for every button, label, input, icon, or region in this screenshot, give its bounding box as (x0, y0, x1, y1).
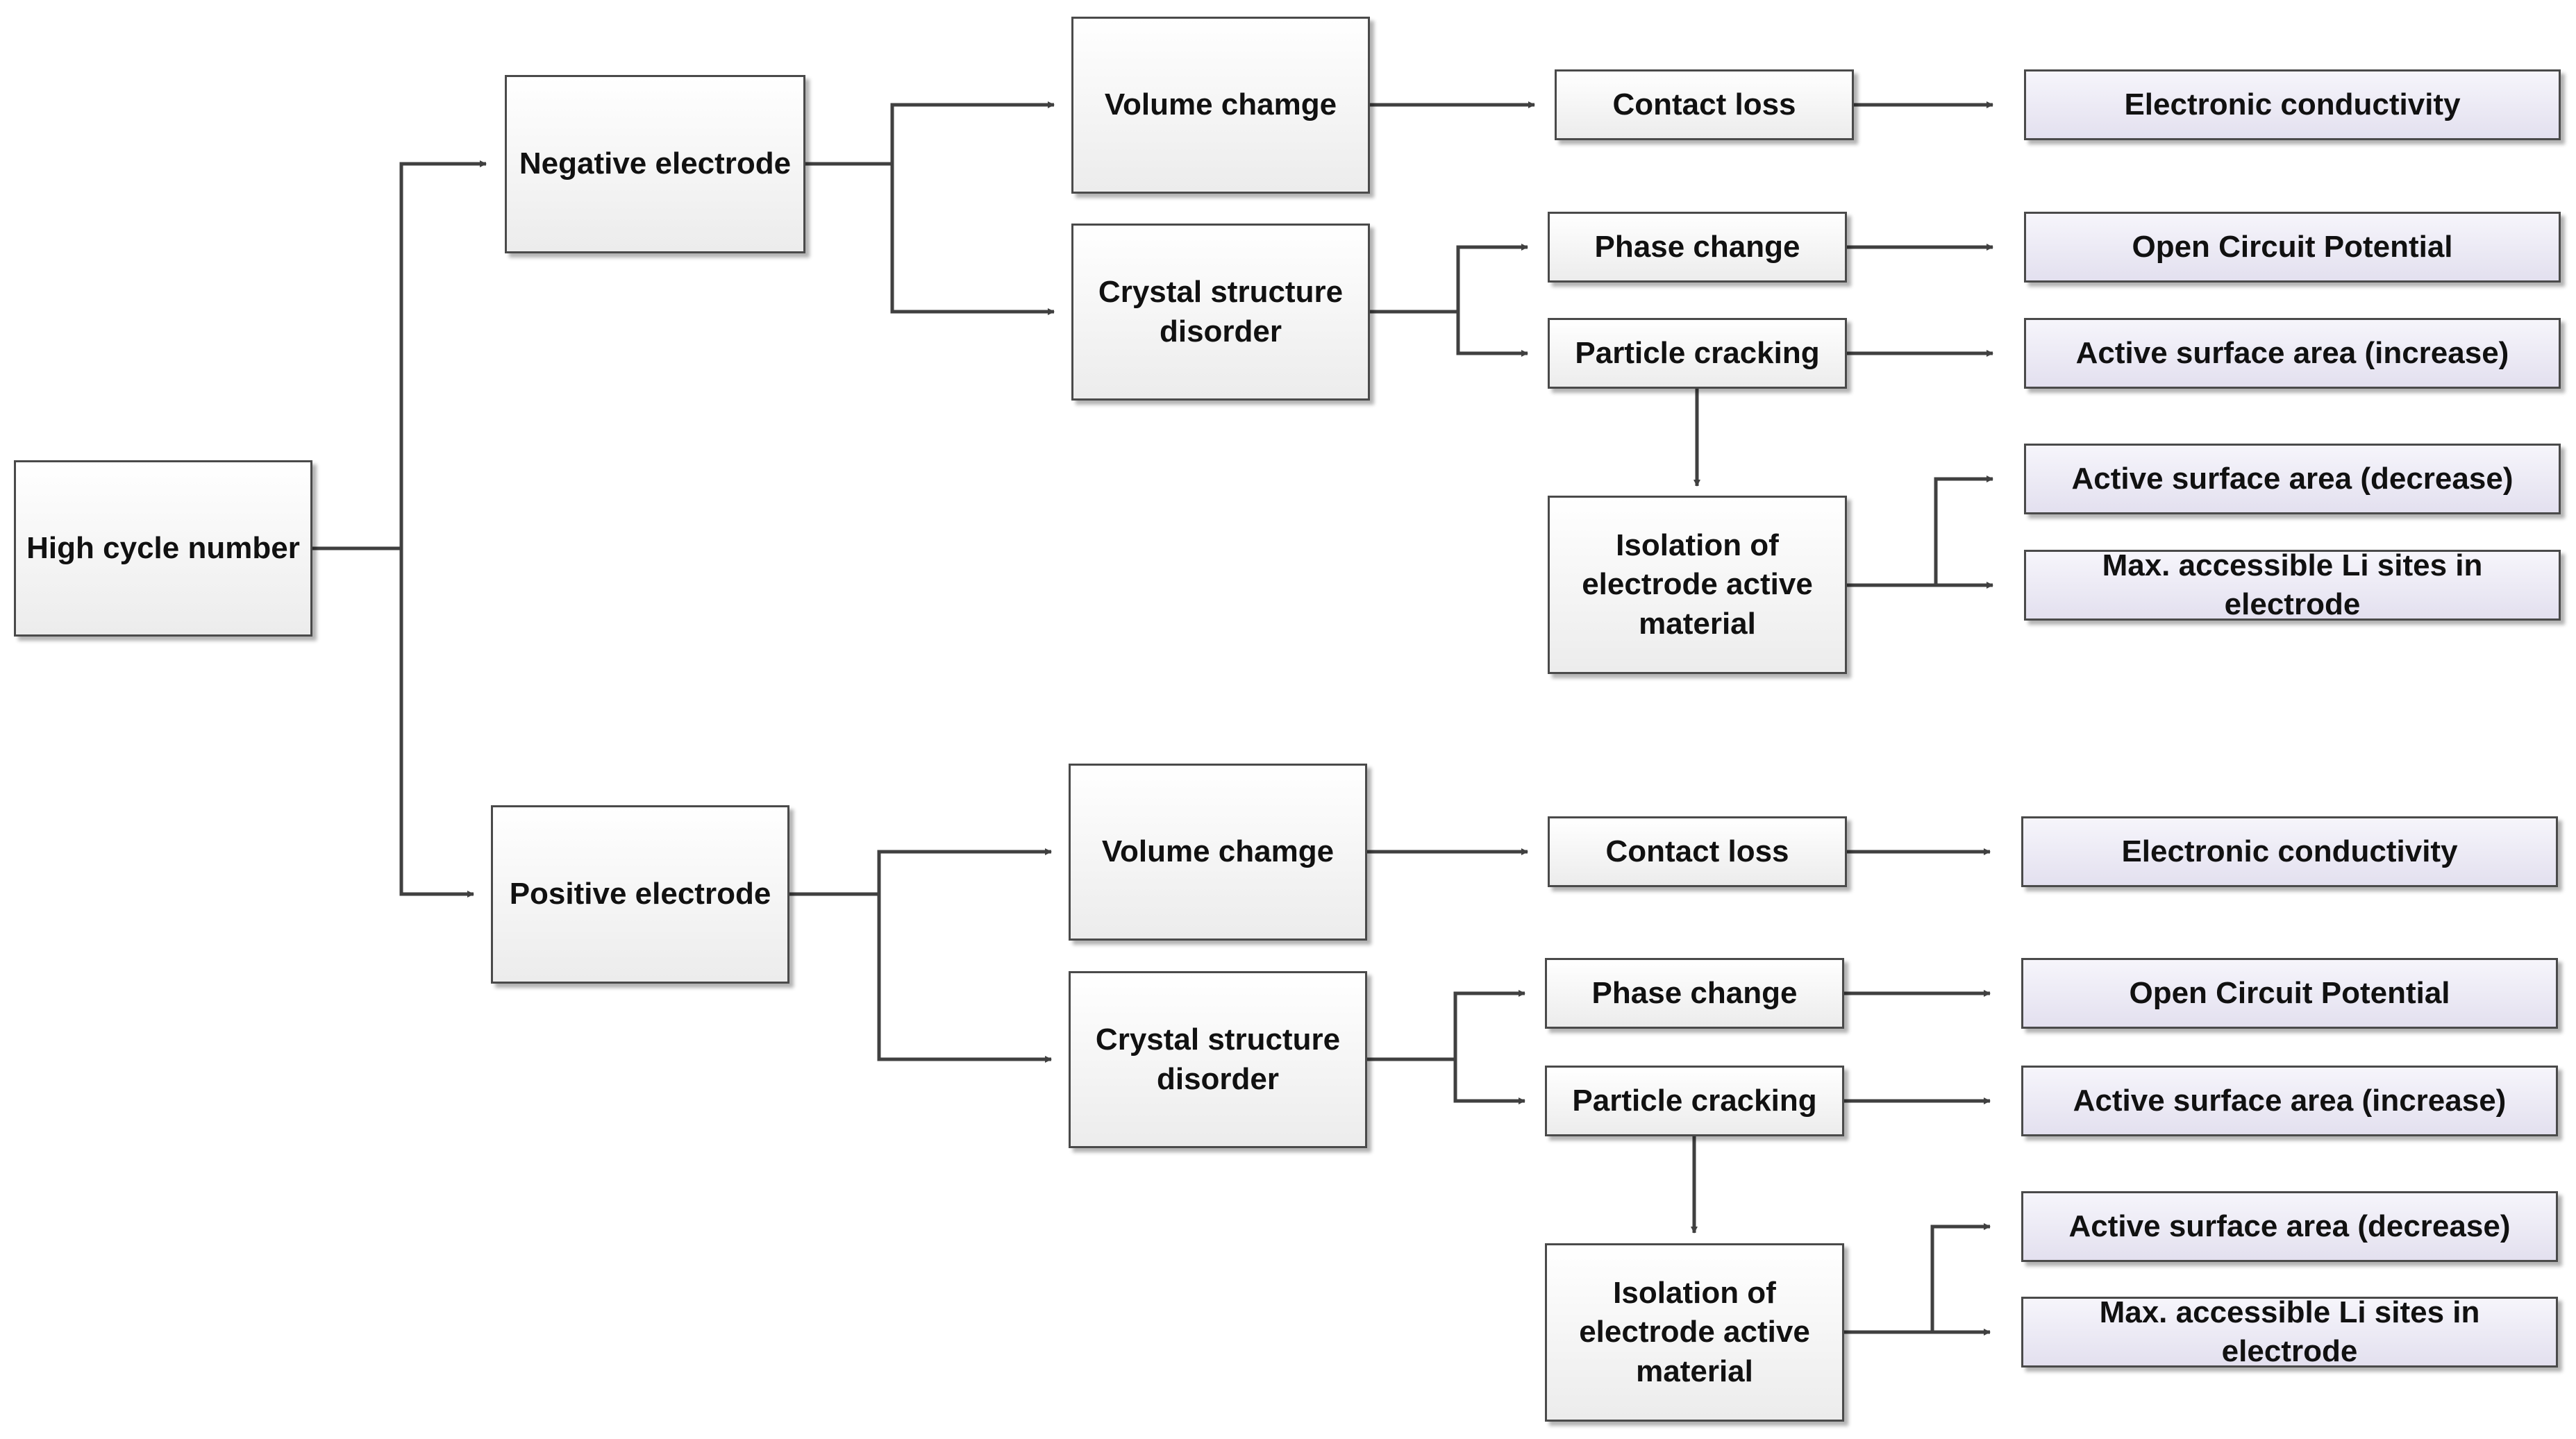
positive-electronic-conductivity-box: Electronic conductivity (2021, 816, 2558, 887)
negative-max-li-sites-box: Max. accessible Li sites in electrode (2024, 548, 2561, 621)
connector-pos-isolation-to-decrease (1844, 1223, 1991, 1334)
negative-contact-loss-box: Contact loss (1555, 69, 1854, 140)
connector-neg-to-volume (805, 101, 1055, 166)
negative-open-circuit-potential-box: Open Circuit Potential (2024, 212, 2561, 283)
positive-particle-cracking-box: Particle cracking (1545, 1066, 1844, 1136)
positive-contact-loss-box: Contact loss (1548, 816, 1847, 887)
negative-isolation-box: Isolation of electrode active material (1548, 496, 1847, 674)
negative-surface-area-decrease-box: Active surface area (decrease) (2024, 444, 2561, 514)
negative-crystal-disorder-box: Crystal structure disorder (1071, 224, 1370, 401)
connector-pos-to-crystal (877, 894, 1052, 1063)
negative-surface-area-increase-box: Active surface area (increase) (2024, 318, 2561, 389)
positive-surface-area-increase-box: Active surface area (increase) (2021, 1066, 2558, 1136)
positive-max-li-sites-box: Max. accessible Li sites in electrode (2021, 1295, 2558, 1368)
high-cycle-number-box: High cycle number (14, 460, 312, 637)
positive-isolation-box: Isolation of electrode active material (1545, 1243, 1844, 1422)
negative-electrode-box: Negative electrode (505, 75, 805, 253)
positive-phase-change-box: Phase change (1545, 958, 1844, 1029)
positive-electrode-box: Positive electrode (491, 805, 789, 984)
positive-surface-area-decrease-box: Active surface area (decrease) (2021, 1191, 2558, 1262)
connector-neg-isolation-to-decrease (1847, 476, 1993, 587)
connector-pos-crystal-to-phase (1367, 990, 1525, 1061)
negative-phase-change-box: Phase change (1548, 212, 1847, 283)
negative-particle-cracking-box: Particle cracking (1548, 318, 1847, 389)
positive-open-circuit-potential-box: Open Circuit Potential (2021, 958, 2558, 1029)
connector-neg-crystal-to-cracking (1456, 312, 1528, 357)
negative-electronic-conductivity-box: Electronic conductivity (2024, 69, 2561, 140)
connector-pos-to-volume (789, 848, 1052, 896)
connector-neg-to-crystal (890, 164, 1055, 315)
negative-volume-change-box: Volume chamge (1071, 17, 1370, 194)
connector-root-to-positive (399, 548, 474, 898)
positive-crystal-disorder-box: Crystal structure disorder (1069, 971, 1367, 1148)
positive-volume-change-box: Volume chamge (1069, 764, 1367, 941)
connector-pos-crystal-to-cracking (1453, 1059, 1525, 1104)
connector-root-to-negative (312, 160, 487, 550)
connector-neg-crystal-to-phase (1370, 244, 1528, 314)
